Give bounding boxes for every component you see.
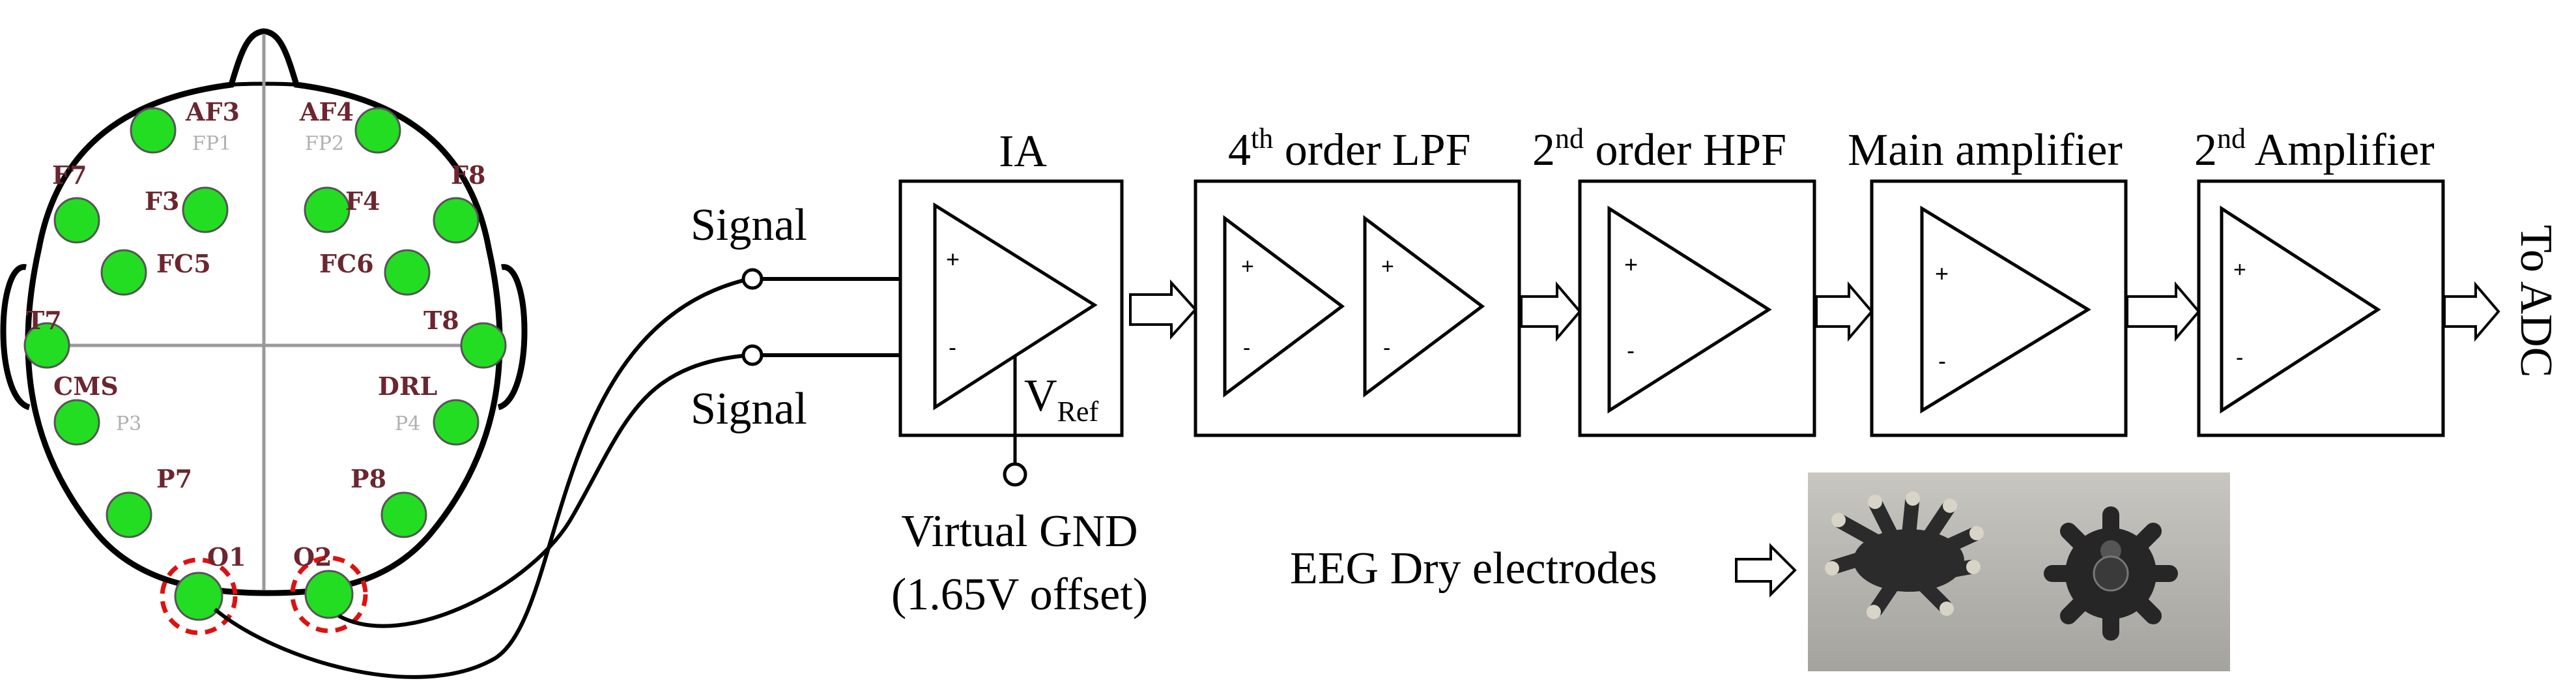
electrode-label: FC6 <box>319 249 374 278</box>
electrode-label: O1 <box>207 542 246 572</box>
electrode-label: F8 <box>451 160 485 190</box>
stage-title: 4th order LPF <box>1228 123 1471 175</box>
electrode-label: F4 <box>345 186 380 216</box>
lead-wires <box>214 277 750 679</box>
opamp-plus: + <box>946 246 960 272</box>
block-arrow <box>2443 281 2500 342</box>
dry-electrode-top <box>2044 506 2178 641</box>
electrode-FC5: FC5 <box>100 249 211 296</box>
highlight-ring <box>160 557 238 635</box>
electrode-P8: P8 <box>351 464 427 538</box>
electrode-label: P7 <box>156 464 192 493</box>
stage-lpf: 4th order LPF + - + - <box>1194 123 1521 437</box>
terminal-top <box>741 268 764 290</box>
virtual-gnd-terminal <box>1003 462 1027 487</box>
photo-caption: EEG Dry electrodes <box>1290 544 1657 594</box>
electrode-P7: P7 <box>106 464 192 538</box>
opamp-minus: - <box>1383 336 1390 360</box>
electrode-F3: F3 <box>145 186 229 233</box>
opamp-triangle <box>1223 215 1345 398</box>
dry-electrode-side <box>1825 491 1984 619</box>
dry-electrodes-photo <box>1808 472 2230 671</box>
stage-title: 2nd Amplifier <box>2194 123 2435 175</box>
electrode-T7: T7 <box>23 306 70 369</box>
wire-o1 <box>214 277 750 679</box>
electrode-FC6: FC6 <box>319 249 431 296</box>
electrode-label: P8 <box>351 464 386 493</box>
head-outline <box>25 28 503 596</box>
opamp-minus: - <box>1938 347 1946 374</box>
caption-arrow <box>1735 543 1797 598</box>
opamp-plus: + <box>1935 260 1949 287</box>
electrode-F8: F8 <box>433 160 485 244</box>
electrode-O2: O2 <box>290 542 368 633</box>
opamp-plus: + <box>1381 254 1394 279</box>
stage-ia: IA + - VRef Virtual GND (1.65V offset) <box>891 126 1148 620</box>
electrode-F7: F7 <box>52 160 100 244</box>
dry-electrodes-callout: EEG Dry electrodes <box>1290 543 1797 598</box>
block-arrow <box>1520 281 1582 342</box>
virtual-gnd-line2: (1.65V offset) <box>891 570 1148 620</box>
electrode-label: AF3 <box>185 97 240 126</box>
vref-label: VRef <box>1024 371 1098 428</box>
head-map: AF3 FP1 AF4 FP2 F7 F8 F3 F4 FC5 <box>0 0 534 683</box>
electrode-label: AF4 <box>299 97 354 126</box>
signal-label-top: Signal <box>691 200 807 250</box>
electrode-DRL: DRL P4 <box>378 371 479 446</box>
signal-label-bottom: Signal <box>691 384 807 434</box>
electrode-label: FC5 <box>156 249 211 278</box>
stage-hpf: 2nd order HPF + - <box>1532 123 1816 437</box>
electrode-AF4: AF4 FP2 <box>299 97 401 155</box>
electrode-CMS: CMS P3 <box>53 371 141 446</box>
opamp-triangle <box>1920 205 2091 414</box>
highlight-ring <box>290 555 368 633</box>
opamp-triangle <box>2220 205 2381 414</box>
electrode-label: CMS <box>53 371 119 401</box>
electrode-O1: O1 <box>160 542 246 635</box>
opamp-minus: - <box>1243 336 1250 360</box>
terminal-bottom <box>741 344 764 366</box>
electrode-sub-label: P4 <box>395 413 420 435</box>
stage-main-amplifier: Main amplifier + - <box>1848 125 2128 437</box>
opamp-minus: - <box>949 334 956 360</box>
opamp-plus: + <box>2233 257 2246 282</box>
opamp-plus: + <box>1624 251 1638 278</box>
virtual-gnd-line1: Virtual GND <box>901 506 1138 557</box>
block-arrow <box>1129 279 1197 340</box>
electrode-sub-label: FP2 <box>305 132 344 155</box>
input-terminals: Signal Signal <box>691 200 900 434</box>
opamp-triangle <box>1363 215 1485 398</box>
opamp-minus: - <box>2236 345 2243 370</box>
electrode-label: T7 <box>26 306 62 335</box>
electrode-AF3: AF3 FP1 <box>130 97 240 155</box>
electrode-sub-label: FP1 <box>192 132 231 155</box>
electrode-label: T8 <box>423 306 459 335</box>
electrode-label: DRL <box>378 371 437 401</box>
electrode-T8: T8 <box>423 306 507 369</box>
electrode-F4: F4 <box>304 186 380 233</box>
opamp-triangle <box>1607 205 1772 414</box>
stage-title: IA <box>999 126 1047 177</box>
right-ear <box>497 264 528 411</box>
electrode-label: F3 <box>145 186 179 216</box>
opamp-plus: + <box>1241 254 1254 279</box>
stage-second-amplifier: 2nd Amplifier + - <box>2194 123 2445 437</box>
output-label: To ADC <box>2511 225 2561 377</box>
block-arrow <box>2126 281 2201 342</box>
electrode-label: O2 <box>293 542 332 572</box>
electrode-label: F7 <box>52 160 87 190</box>
wire-o2 <box>337 353 750 628</box>
electrode-sub-label: P3 <box>116 413 141 435</box>
stage-title: 2nd order HPF <box>1532 123 1786 175</box>
left-ear <box>0 264 31 411</box>
block-arrow <box>1815 281 1874 342</box>
opamp-minus: - <box>1627 337 1635 364</box>
stage-title: Main amplifier <box>1848 125 2123 175</box>
